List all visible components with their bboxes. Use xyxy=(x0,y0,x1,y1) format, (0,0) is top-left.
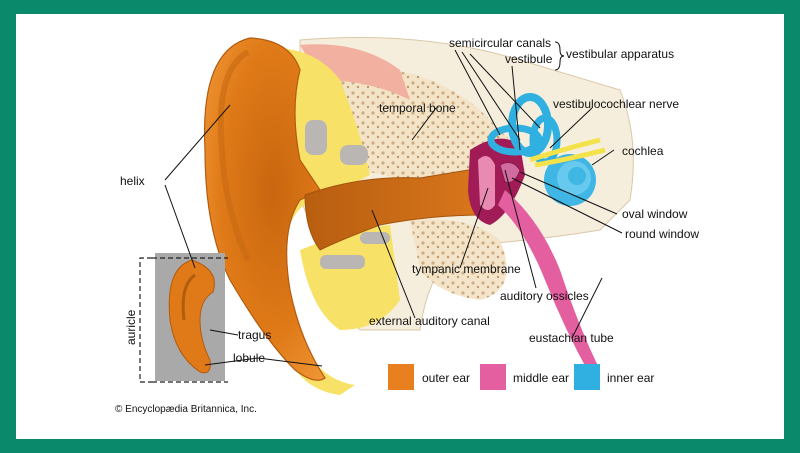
legend-swatch-inner-ear xyxy=(574,364,600,390)
label-lobule: lobule xyxy=(233,351,265,365)
skin-strip xyxy=(300,44,410,100)
eustachian-tube-shape xyxy=(498,190,600,375)
label-vestibule: vestibule xyxy=(505,52,553,66)
label-temporal-bone: temporal bone xyxy=(379,101,456,115)
legend-label-middle-ear: middle ear xyxy=(513,371,569,385)
cartilage-gray-2 xyxy=(340,145,368,165)
auricle-outer xyxy=(203,37,331,381)
cartilage-gray-1 xyxy=(305,120,327,155)
leader-lines xyxy=(164,49,623,367)
label-auditory-ossicles: auditory ossicles xyxy=(500,289,589,303)
cartilage-gray-4 xyxy=(360,232,390,244)
inset-ear xyxy=(155,253,225,381)
legend-swatch-middle-ear xyxy=(480,364,506,390)
ear-anatomy-diagram: semicircular canals vestibule vestibular… xyxy=(115,36,699,415)
helix-rim xyxy=(217,49,251,262)
cartilage-lower xyxy=(300,225,400,330)
auricle-bracket xyxy=(139,257,152,383)
diagram-panel: semicircular canals vestibule vestibular… xyxy=(16,14,784,439)
label-eustachian-tube: eustachian tube xyxy=(529,331,614,345)
label-auricle: auricle xyxy=(124,309,138,345)
legend-label-outer-ear: outer ear xyxy=(422,371,470,385)
label-external-auditory-canal: external auditory canal xyxy=(369,314,490,328)
label-round-window: round window xyxy=(625,227,699,241)
label-oval-window: oval window xyxy=(622,207,688,221)
vestibular-brace xyxy=(554,41,565,71)
label-vestibular-apparatus: vestibular apparatus xyxy=(566,47,674,61)
label-tragus: tragus xyxy=(238,328,271,342)
cartilage-gray-3 xyxy=(320,255,365,269)
label-semicircular-canals: semicircular canals xyxy=(449,36,551,50)
external-auditory-canal xyxy=(304,167,488,251)
label-helix: helix xyxy=(120,174,145,188)
label-tympanic-membrane: tympanic membrane xyxy=(412,262,521,276)
label-cochlea: cochlea xyxy=(622,144,664,158)
tympanic-membrane-shape xyxy=(478,156,495,210)
legend-label-inner-ear: inner ear xyxy=(607,371,654,385)
label-vestibulocochlear-nerve: vestibulocochlear nerve xyxy=(553,97,679,111)
cochlea-shape xyxy=(544,154,596,206)
legend-swatch-outer-ear xyxy=(388,364,414,390)
legend: outer ear middle ear inner ear xyxy=(388,364,654,390)
credit-text: © Encyclopædia Britannica, Inc. xyxy=(115,404,257,415)
vestibulocochlear-nerve-shape xyxy=(529,137,606,168)
bone-lower xyxy=(410,219,507,300)
